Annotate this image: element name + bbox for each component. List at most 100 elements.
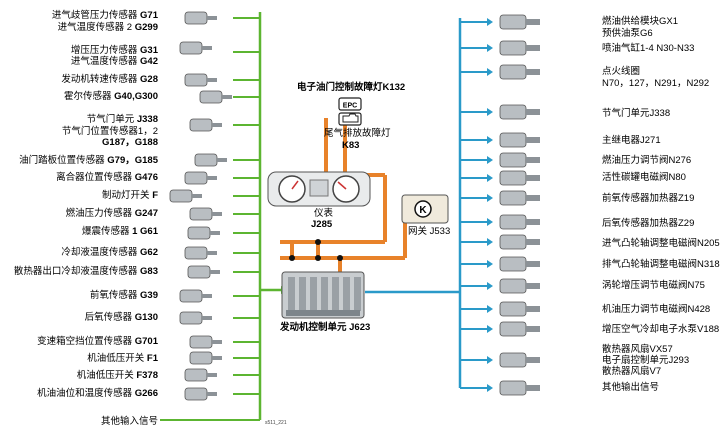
speedo-needle (337, 181, 347, 190)
tacho-needle (291, 180, 299, 190)
sensor-icon-3 (199, 90, 223, 104)
actuator-icon-7 (499, 190, 527, 206)
output-label-v188: 增压空气冷却电子水泵V188 (602, 324, 720, 335)
sensor-icon-6 (184, 171, 208, 185)
sensor-stem-0 (207, 16, 217, 20)
ecu-fin-1 (299, 277, 306, 311)
sensor-icon-7 (169, 189, 193, 203)
actuator-stem-3 (526, 109, 540, 115)
input-label-g62: 冷却液温度传感器 G62 (61, 247, 158, 258)
output-label-gx1: 燃油供给模块GX1 (602, 16, 679, 27)
actuator-icon-14 (499, 352, 527, 368)
input-label-g71: 进气歧管压力传感器 G71 (51, 10, 158, 21)
actuator-icon-9 (499, 234, 527, 250)
output-arrow-7 (487, 194, 493, 202)
actuator-icon-4 (499, 132, 527, 148)
output-label-vx57: 散热器风扇VX57 (602, 344, 673, 355)
sensor-icon-12 (179, 289, 203, 303)
input-label-g130: 后氧传感器 G130 (84, 312, 158, 323)
sensor-stem-4 (212, 123, 222, 127)
sensor-stem-6 (207, 176, 217, 180)
output-label-j338: 节气门单元J338 (602, 108, 671, 119)
sensor-icon-16 (184, 368, 208, 382)
sensor-icon-14 (189, 335, 213, 349)
actuator-stem-5 (526, 157, 540, 163)
ecu-fin-2 (310, 277, 317, 311)
sensor-stem-1 (202, 46, 212, 50)
k83-label: 尾气排放故障灯 (324, 128, 391, 139)
sensor-stem-7 (192, 194, 202, 198)
ecu-label: 发动机控制单元 J623 (280, 322, 371, 333)
actuator-stem-9 (526, 239, 540, 245)
input-label-g39: 前氧传感器 G39 (89, 290, 158, 301)
sensor-stem-14 (212, 340, 222, 344)
input-label-g247: 燃油压力传感器 G247 (65, 208, 158, 219)
output-label-ignition: 点火线圈 (602, 66, 641, 77)
sensor-icon-0 (184, 11, 208, 25)
ecu-fin-3 (321, 277, 328, 311)
input-label-g42: 进气温度传感器 G42 (70, 56, 158, 67)
sensor-icon-1 (179, 41, 203, 55)
input-label-g701: 变速箱空挡位置传感器 G701 (37, 336, 158, 347)
cluster-label: 仪表 (314, 208, 334, 219)
sensor-stem-2 (207, 78, 217, 82)
output-label-ignition-codes: N70，127，N291，N292 (602, 78, 710, 89)
sensor-stem-11 (210, 270, 220, 274)
sensor-stem-15 (212, 356, 222, 360)
k132-label: 电子油门控制故障灯K132 (297, 82, 406, 93)
actuator-stem-10 (526, 261, 540, 267)
output-label-injectors: 喷油气缸1-4 N30-N33 (602, 43, 695, 54)
input-label-g28: 发动机转速传感器 G28 (61, 74, 158, 85)
output-arrow-11 (487, 282, 493, 290)
sensor-icon-4 (189, 118, 213, 132)
actuator-stem-2 (526, 69, 540, 75)
output-arrow-10 (487, 260, 493, 268)
output-arrow-2 (487, 68, 493, 76)
output-label-n428: 机油压力调节电磁阀N428 (602, 304, 711, 315)
cluster-display (309, 179, 329, 197)
output-arrow-13 (487, 325, 493, 333)
input-label-g61: 爆震传感器 1 G61 (81, 226, 158, 237)
actuator-stem-13 (526, 326, 540, 332)
sensor-stem-12 (202, 294, 212, 298)
output-label-n75: 涡轮增压调节电磁阀N75 (602, 280, 705, 291)
actuator-icon-2 (499, 64, 527, 80)
actuator-stem-7 (526, 195, 540, 201)
ecu-fin-4 (332, 277, 339, 311)
sensor-icon-2 (184, 73, 208, 87)
input-label-g266: 机油油位和温度传感器 G266 (37, 388, 158, 399)
figure-id: s511_221 (265, 420, 287, 426)
actuator-icon-11 (499, 278, 527, 294)
can-junction-3 (315, 239, 321, 245)
actuator-icon-0 (499, 14, 527, 30)
cluster-code: J285 (311, 219, 333, 230)
input-label-g187: G187，G188 (102, 137, 158, 148)
actuator-icon-3 (499, 104, 527, 120)
sensor-stem-9 (210, 231, 220, 235)
engine-symbol-icon (342, 113, 359, 123)
actuator-icon-8 (499, 214, 527, 230)
sensor-icon-5 (194, 153, 218, 167)
output-label-j271: 主继电器J271 (602, 135, 661, 146)
sensor-stem-17 (207, 392, 217, 396)
output-label-n276: 燃油压力调节阀N276 (602, 155, 692, 166)
gateway-label: 网关 J533 (408, 226, 451, 237)
input-label-g79: 油门踏板位置传感器 G79，G185 (19, 155, 158, 166)
actuator-stem-6 (526, 175, 540, 181)
input-label-throttle-sensors: 节气门位置传感器1，2 (61, 126, 158, 137)
input-label-g299: 进气温度传感器 2 G299 (57, 22, 158, 33)
can-junction-2 (337, 255, 343, 261)
sensor-stem-8 (212, 212, 222, 216)
sensor-stem-10 (207, 251, 217, 255)
output-label-z29: 后氧传感器加热器Z29 (602, 218, 695, 229)
output-label-n205: 进气凸轮轴调整电磁阀N205 (602, 238, 720, 249)
sensor-icon-10 (184, 246, 208, 260)
output-label-n80: 活性碳罐电磁阀N80 (602, 172, 686, 183)
ecu-connector (286, 310, 360, 316)
actuator-icon-13 (499, 321, 527, 337)
output-arrow-4 (487, 136, 493, 144)
actuator-stem-0 (526, 19, 540, 25)
sensor-icon-17 (184, 387, 208, 401)
actuator-stem-15 (526, 385, 540, 391)
